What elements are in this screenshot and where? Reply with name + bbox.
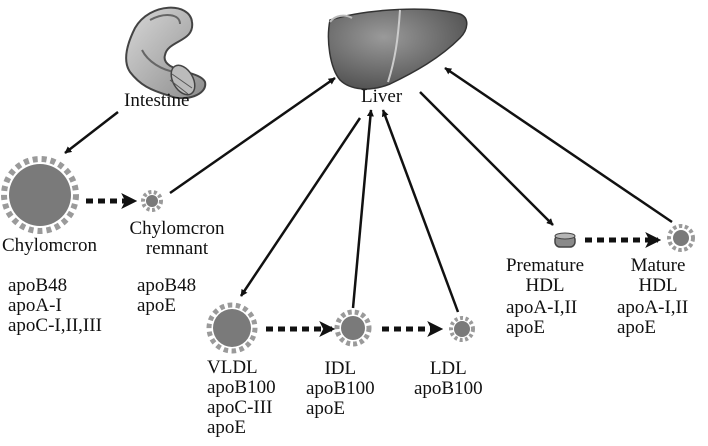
mature-hdl-name-1: Mature [630, 255, 686, 276]
liver-label: Liver [361, 86, 403, 107]
premature-hdl-apolipoproteins: apoA-I,II apoE [506, 298, 577, 338]
mature-hdl-apo-1: apoA-I,II [617, 297, 689, 318]
idl-particle [334, 309, 372, 347]
premature-hdl-apo-2: apoE [506, 317, 546, 338]
liver-icon [327, 8, 468, 90]
remnant-label-line-1: Chylomcron [129, 218, 225, 239]
ldl-name: LDL [429, 358, 467, 379]
premature-hdl-name-2: HDL [525, 275, 565, 296]
mature-hdl-name-2: HDL [638, 275, 678, 296]
idl-apo-1: apoB100 [306, 378, 375, 399]
arrow-remnant-to-liver [169, 76, 336, 195]
mature-hdl-apolipoproteins: apoA-I,II apoE [617, 298, 688, 338]
premature-hdl-particle [554, 232, 576, 248]
premature-hdl-apo-1: apoA-I,II [506, 297, 578, 318]
chylomicron-particle [1, 156, 79, 234]
vldl-label: VLDL apoB100 apoC-III apoE [207, 358, 276, 438]
ldl-label: LDL apoB100 [414, 359, 483, 399]
vldl-name: VLDL [207, 357, 258, 378]
chylomicron-apolipoproteins: apoB48 apoA-I apoC-I,II,III [8, 276, 102, 336]
idl-name: IDL [324, 358, 357, 379]
vldl-apo-2: apoC-III [207, 397, 273, 418]
remnant-apo-1: apoB48 [137, 275, 197, 296]
idl-label: IDL apoB100 apoE [306, 359, 375, 419]
arrow-ldl-to-liver [381, 109, 460, 313]
chylomicron-apo-3: apoC-I,II,III [8, 315, 102, 336]
ldl-apo-1: apoB100 [414, 378, 483, 399]
intestine-icon [125, 6, 207, 100]
arrow-liver-to-premature-hdl [419, 91, 554, 226]
chylomicron-label: Chylomcron [2, 235, 97, 256]
chylomicron-apo-1: apoB48 [8, 275, 68, 296]
mature-hdl-label: Mature HDL [608, 256, 708, 296]
remnant-label-line-2: remnant [145, 238, 209, 259]
arrow-idl-to-liver [351, 109, 374, 309]
chylomicron-remnant-particle [141, 190, 163, 212]
ldl-particle [449, 316, 475, 342]
chylomicron-apo-2: apoA-I [8, 295, 62, 316]
arrow-intestine-to-chylomicron [64, 111, 119, 154]
mature-hdl-apo-2: apoE [617, 317, 657, 338]
vldl-apo-3: apoE [207, 417, 247, 438]
mature-hdl-particle [667, 224, 695, 252]
remnant-apolipoproteins: apoB48 apoE [137, 276, 196, 316]
remnant-label: Chylomcron remnant [112, 219, 242, 259]
intestine-label: Intestine [124, 90, 190, 111]
vldl-apo-1: apoB100 [207, 377, 276, 398]
arrow-mature-hdl-to-liver [444, 66, 673, 224]
remnant-apo-2: apoE [137, 295, 177, 316]
idl-apo-2: apoE [306, 398, 346, 419]
premature-hdl-label: Premature HDL [480, 256, 610, 296]
arrow-liver-to-vldl [239, 117, 362, 297]
premature-hdl-name-1: Premature [505, 255, 585, 276]
vldl-particle [206, 302, 258, 354]
